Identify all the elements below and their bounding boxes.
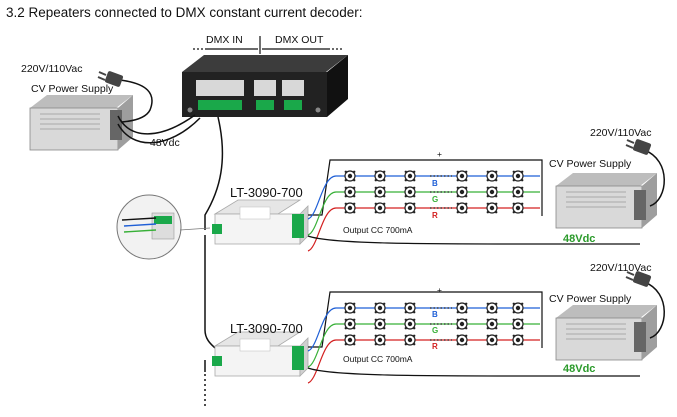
led-icon: [456, 170, 468, 182]
psu-label: CV Power Supply: [549, 293, 632, 305]
psu-label: CV Power Supply: [549, 158, 632, 170]
led-icon: [486, 334, 498, 346]
decoder-unit: [212, 139, 665, 252]
led-icon: [512, 334, 524, 346]
led-icon: [456, 186, 468, 198]
led-icon: [344, 170, 356, 182]
led-icon: [404, 202, 416, 214]
decoder-model-label: LT-3090-700: [230, 321, 303, 336]
led-icon: [512, 318, 524, 330]
dc-label-top-left: 48Vdc: [150, 137, 180, 149]
led-icon: [404, 170, 416, 182]
led-icon: [486, 186, 498, 198]
led-icon: [374, 334, 386, 346]
led-icon: [456, 202, 468, 214]
channel-b-label: B: [432, 310, 438, 319]
dc-output-label: 48Vdc: [563, 363, 596, 375]
dmx-signal-cable: [204, 116, 224, 408]
dmx-out-label: DMX OUT: [275, 34, 324, 46]
power-supply: [555, 173, 657, 229]
channel-r-label: R: [432, 211, 438, 220]
plug-cable: [643, 281, 665, 339]
led-icon: [404, 334, 416, 346]
led-icon: [486, 202, 498, 214]
led-icon: [456, 334, 468, 346]
power-supply: [555, 305, 657, 361]
channel-g-label: G: [432, 326, 439, 335]
led-wiring: [307, 159, 640, 252]
led-icon: [486, 302, 498, 314]
plus-label: +: [437, 285, 442, 295]
led-icon: [374, 318, 386, 330]
led-icon: [344, 202, 356, 214]
dmx-repeater-device: [182, 55, 348, 117]
decoder-box: [212, 331, 309, 377]
led-icon: [456, 302, 468, 314]
led-icon: [374, 202, 386, 214]
led-icon: [512, 186, 524, 198]
plus-label: +: [437, 149, 442, 159]
led-icon: [344, 302, 356, 314]
voltage-label: 220V/110Vac: [590, 262, 652, 274]
led-icon: [344, 318, 356, 330]
led-icon: [512, 302, 524, 314]
voltage-label-top-left: 220V/110Vac: [21, 63, 83, 75]
channel-r-label: R: [432, 342, 438, 351]
led-icon: [512, 202, 524, 214]
output-current-label: Output CC 700mA: [343, 225, 413, 235]
plug-cable-top-left: [117, 79, 201, 144]
plug-cable: [643, 149, 665, 207]
dc-output-label: 48Vdc: [563, 233, 596, 245]
led-icon: [344, 186, 356, 198]
led-icon: [456, 318, 468, 330]
led-icon: [404, 302, 416, 314]
dmx-port-brackets: [193, 36, 342, 54]
led-icon: [486, 170, 498, 182]
power-plug: [625, 139, 652, 155]
decoder-model-label: LT-3090-700: [230, 185, 303, 200]
decoder-unit: [212, 271, 665, 384]
page-title: 3.2 Repeaters connected to DMX constant …: [6, 5, 363, 20]
channel-b-label: B: [432, 179, 438, 188]
led-icon: [486, 318, 498, 330]
led-wiring: [307, 291, 640, 384]
psu-label-top-left: CV Power Supply: [31, 83, 114, 95]
power-supply-top-left: [29, 95, 133, 151]
led-icon: [344, 334, 356, 346]
channel-g-label: G: [432, 195, 439, 204]
led-icon: [374, 186, 386, 198]
power-plug-top-left: [97, 71, 124, 87]
led-icon: [404, 318, 416, 330]
led-icon: [374, 170, 386, 182]
led-icon: [512, 170, 524, 182]
voltage-label: 220V/110Vac: [590, 127, 652, 139]
output-current-label: Output CC 700mA: [343, 354, 413, 364]
led-icon: [374, 302, 386, 314]
power-plug: [625, 271, 652, 287]
dmx-in-label: DMX IN: [206, 34, 243, 46]
led-icon: [404, 186, 416, 198]
decoder-box: [212, 199, 309, 245]
terminal-zoom-callout: [116, 194, 211, 260]
